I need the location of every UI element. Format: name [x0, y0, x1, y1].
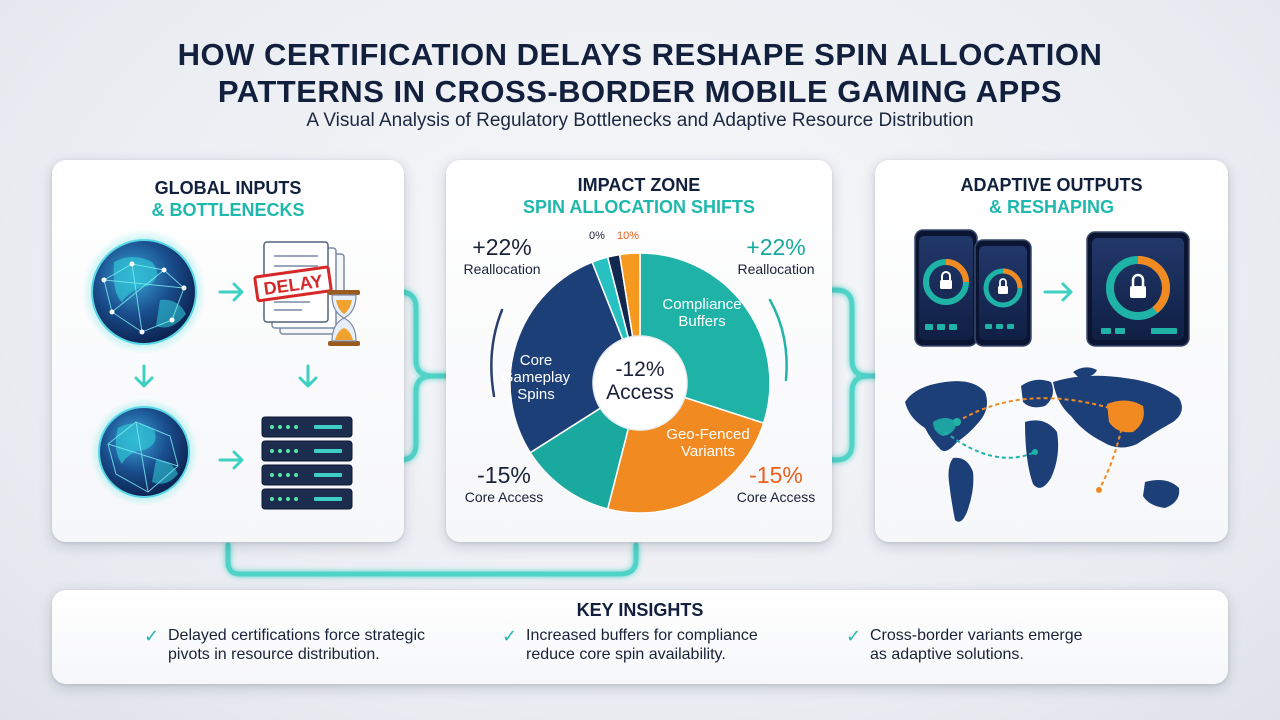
panel-right-graphics: [905, 229, 1190, 522]
segment-label-geo-fenced: Geo-Fenced Variants: [658, 426, 758, 460]
segment-label-core-gameplay: Core Gameplay Spins: [496, 352, 576, 403]
insight-item-1: ✓ Delayed certifications force strategic…: [144, 626, 425, 664]
connector-under: [225, 542, 639, 577]
hourglass-icon: [328, 290, 360, 346]
center-label: -12% Access: [590, 358, 690, 404]
phone-app-icon: [974, 239, 1032, 347]
phone-app-icon: [914, 229, 978, 347]
insight-2-line1: Increased buffers for compliance: [526, 627, 758, 644]
panel-impact-zone: IMPACT ZONE SPIN ALLOCATION SHIFTS 0% 10…: [446, 160, 832, 542]
panel-mid-title: IMPACT ZONE SPIN ALLOCATION SHIFTS: [446, 174, 832, 218]
panel-right-title-line1: ADAPTIVE OUTPUTS: [960, 175, 1143, 195]
stat-bottom-left-value: -15%: [477, 462, 531, 488]
stat-top-right-value: +22%: [746, 234, 806, 260]
panel-left-graphics: DELAY: [82, 230, 360, 510]
insight-3-line1: Cross-border variants emerge: [870, 627, 1083, 644]
key-insights-panel: KEY INSIGHTS ✓ Delayed certifications fo…: [52, 590, 1228, 684]
stat-bottom-left: -15% Core Access: [454, 462, 554, 506]
pct-ten-label: 10%: [617, 230, 640, 242]
title-line-1: HOW CERTIFICATION DELAYS RESHAPE SPIN AL…: [177, 37, 1103, 72]
insight-item-2: ✓ Increased buffers for compliance reduc…: [502, 626, 758, 664]
orbit-arc-right: [768, 298, 788, 382]
arrow-right-icon: [218, 450, 244, 470]
check-icon: ✓: [144, 626, 160, 646]
arrow-right-icon: [218, 282, 244, 302]
globe-icon: [82, 230, 206, 354]
check-icon: ✓: [846, 626, 862, 646]
title-line-2: PATTERNS IN CROSS-BORDER MOBILE GAMING A…: [217, 74, 1063, 109]
orbit-arc-left: [490, 308, 504, 398]
stat-bottom-right-value: -15%: [749, 462, 803, 488]
stat-bottom-left-label: Core Access: [464, 489, 544, 505]
arrow-right-icon: [1043, 282, 1073, 302]
pct-zero-label: 0%: [589, 230, 605, 242]
segment-label-core-line2: Gameplay: [501, 369, 571, 386]
donut-chart: [490, 252, 788, 514]
world-map-icon: [905, 367, 1182, 522]
arrow-down-icon: [134, 364, 154, 388]
panel-right-title: ADAPTIVE OUTPUTS & RESHAPING: [875, 174, 1228, 218]
page-title: HOW CERTIFICATION DELAYS RESHAPE SPIN AL…: [0, 36, 1280, 110]
center-caption: Access: [606, 381, 674, 404]
insight-2-line2: reduce core spin availability.: [526, 646, 726, 663]
stat-top-left-value: +22%: [472, 234, 532, 260]
key-insights-title: KEY INSIGHTS: [576, 600, 704, 620]
panel-mid-title-line1: IMPACT ZONE: [577, 175, 701, 195]
insight-1-line1: Delayed certifications force strategic: [168, 627, 425, 644]
stat-top-right-label: Reallocation: [737, 261, 815, 277]
center-value: -12%: [615, 358, 665, 381]
server-rack-icon: [261, 416, 353, 510]
tablet-app-icon: [1086, 231, 1190, 347]
stat-bottom-right: -15% Core Access: [726, 462, 826, 506]
segment-label-compliance-line2: Buffers: [678, 313, 726, 330]
panel-left-title-line1: GLOBAL INPUTS: [154, 178, 302, 198]
stat-bottom-right-label: Core Access: [736, 489, 816, 505]
stat-top-left-label: Reallocation: [463, 261, 541, 277]
document-delay-icon: DELAY: [253, 241, 345, 335]
segment-label-core-line1: Core: [519, 352, 553, 369]
panel-mid-title-line2: SPIN ALLOCATION SHIFTS: [523, 197, 755, 217]
panel-adaptive-outputs: ADAPTIVE OUTPUTS & RESHAPING: [875, 160, 1228, 542]
arrow-down-icon: [298, 364, 318, 388]
panel-left-title-line2: & BOTTLENECKS: [151, 200, 305, 220]
insight-1-line2: pivots in resource distribution.: [168, 646, 380, 663]
panel-global-inputs: GLOBAL INPUTS & BOTTLENECKS: [52, 160, 404, 542]
segment-label-compliance: Compliance Buffers: [652, 296, 752, 330]
panel-left-title: GLOBAL INPUTS & BOTTLENECKS: [52, 177, 404, 221]
segment-label-geo-line2: Variants: [681, 443, 735, 460]
segment-label-compliance-line1: Compliance: [662, 296, 742, 313]
stat-top-right: +22% Reallocation: [726, 234, 826, 278]
insight-3-line2: as adaptive solutions.: [870, 646, 1024, 663]
globe-icon: [90, 398, 198, 506]
donut-hole: [592, 335, 688, 431]
segment-label-geo-line1: Geo-Fenced: [666, 426, 750, 443]
page-subtitle: A Visual Analysis of Regulatory Bottlene…: [306, 110, 974, 131]
insight-item-3: ✓ Cross-border variants emerge as adapti…: [846, 626, 1083, 664]
stat-top-left: +22% Reallocation: [452, 234, 552, 278]
panel-right-title-line2: & RESHAPING: [988, 197, 1114, 217]
segment-label-core-line3: Spins: [517, 386, 555, 403]
check-icon: ✓: [502, 626, 518, 646]
